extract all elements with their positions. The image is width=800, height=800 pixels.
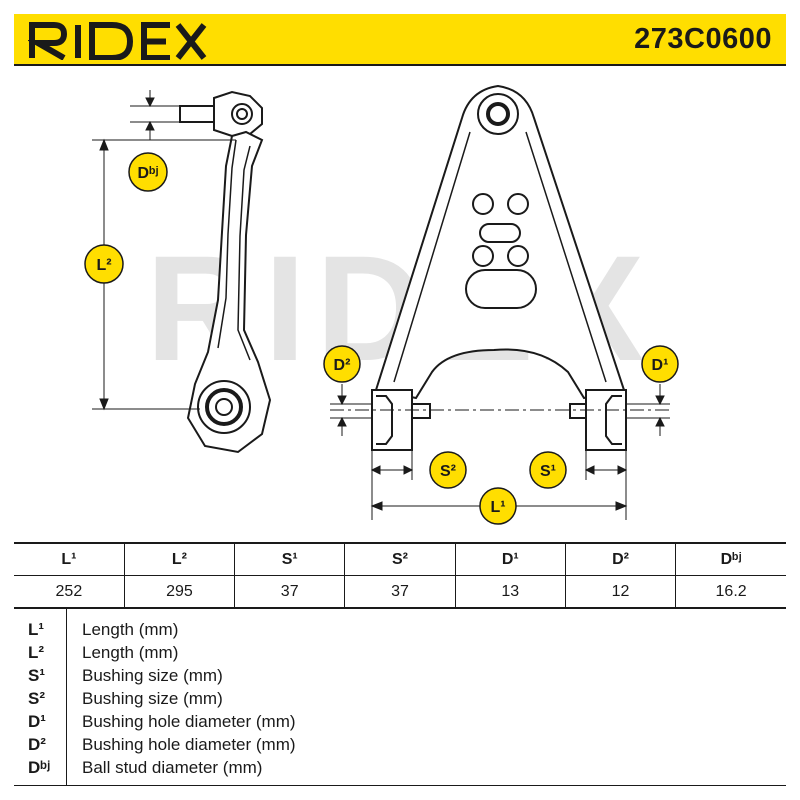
label-d1: D¹	[652, 357, 669, 374]
legend-description: Bushing hole diameter (mm)	[82, 712, 296, 731]
label-d-bj: Dᵇʲ	[138, 165, 159, 182]
spec-header-cell: D²	[564, 542, 677, 576]
part-number: 273C0600	[634, 23, 772, 55]
legend-description: Bushing size (mm)	[82, 666, 223, 685]
technical-drawing: RIDEX	[84, 84, 679, 525]
label-s2: S²	[440, 463, 456, 480]
spec-value-cell: 37	[234, 575, 346, 608]
legend-symbol: D²	[28, 735, 46, 754]
spec-header-row: L¹ L² S¹ S² D¹ D² Dᵇʲ	[14, 542, 786, 576]
legend-symbol: Dᵇʲ	[28, 758, 51, 777]
spec-value-cell: 13	[454, 575, 566, 608]
ridex-logo	[28, 22, 207, 60]
spec-header-cell: L¹	[14, 542, 125, 576]
spec-value-row: 252 295 37 37 13 12 16.2	[14, 575, 786, 608]
spec-value-cell: 12	[564, 575, 677, 608]
label-l2: L²	[96, 257, 111, 274]
spec-value-cell: 16.2	[675, 575, 786, 608]
side-view-arm	[179, 90, 272, 454]
label-badges: Dᵇʲ L² D² D¹ S² S¹ L¹	[84, 152, 679, 525]
spec-header-cell: L²	[123, 542, 236, 576]
legend-description: Bushing hole diameter (mm)	[82, 735, 296, 754]
header-bar: 273C0600	[14, 14, 786, 66]
legend: L¹ Length (mm) L² Length (mm) S¹ Bushing…	[14, 608, 786, 786]
label-d2: D²	[334, 357, 351, 374]
spec-header-cell: S¹	[234, 542, 346, 576]
spec-header-cell: Dᵇʲ	[675, 542, 786, 576]
legend-symbol: D¹	[28, 712, 46, 731]
legend-divider	[66, 609, 67, 785]
spec-table: L¹ L² S¹ S² D¹ D² Dᵇʲ 252 295 37 37 13 1…	[14, 542, 786, 608]
legend-symbol: L²	[28, 643, 45, 662]
label-s1: S¹	[540, 463, 556, 480]
legend-symbol: L¹	[28, 620, 45, 639]
spec-header-cell: S²	[344, 542, 456, 576]
spec-value-cell: 252	[14, 575, 125, 608]
spec-value-cell: 37	[344, 575, 456, 608]
legend-description: Length (mm)	[82, 620, 179, 639]
side-view-dimensions	[92, 90, 236, 411]
spec-value-cell: 295	[123, 575, 236, 608]
legend-description: Ball stud diameter (mm)	[82, 758, 263, 777]
front-view-arm	[330, 84, 670, 451]
label-l1: L¹	[490, 499, 505, 516]
legend-description: Bushing size (mm)	[82, 689, 223, 708]
legend-symbol: S²	[28, 689, 45, 708]
spec-header-cell: D¹	[454, 542, 566, 576]
legend-symbol: S¹	[28, 666, 45, 685]
legend-description: Length (mm)	[82, 643, 179, 662]
